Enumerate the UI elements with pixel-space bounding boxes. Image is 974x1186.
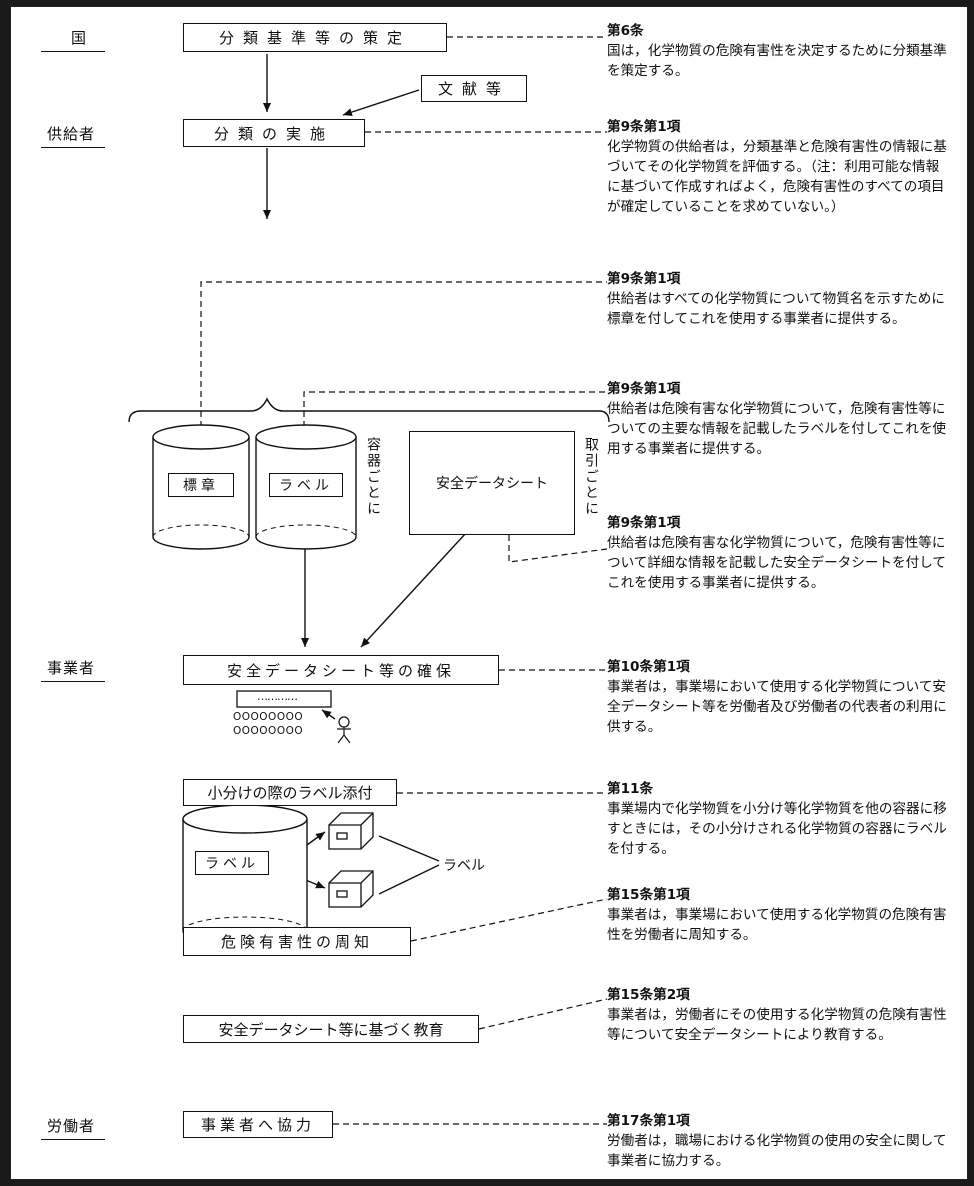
box-classification-implementation: 分類の実施 [183, 119, 365, 147]
note-heading: 第9条第1項 [607, 381, 681, 397]
label-tag: ラベル [269, 473, 343, 497]
note-heading: 第17条第1項 [607, 1113, 690, 1129]
flow-diagram: 国 供給者 事業者 労働者 分類基準等の策定 文献等 分類の実施 安全データシー… [10, 6, 968, 1180]
note-article9-label: 第9条第1項 供給者は危険有害な化学物質について，危険有害性等についての主要な情… [607, 379, 947, 459]
box-literature: 文献等 [421, 75, 527, 102]
box-sds-securing: 安全データシート等の確保 [183, 655, 499, 685]
small-box-2 [328, 870, 374, 908]
note-article9-classify: 第9条第1項 化学物質の供給者は，分類基準と危険有害性の情報に基づいてその化学物… [607, 117, 947, 217]
note-heading: 第9条第1項 [607, 515, 681, 531]
leader-article15-1 [410, 898, 608, 942]
note-heading: 第10条第1項 [607, 659, 690, 675]
note-body: 事業者は，労働者にその使用する化学物質の危険有害性等について安全データシートによ… [607, 1007, 947, 1043]
box-hazard-notification: 危険有害性の周知 [183, 927, 411, 956]
people-row: OOOOOOOO [233, 711, 304, 723]
group-brace [128, 397, 610, 423]
note-article9-sds: 第9条第1項 供給者は危険有害な化学物質について，危険有害性等について詳細な情報… [607, 513, 947, 593]
arrow-person-to-board [321, 709, 336, 720]
note-body: 供給者はすべての化学物質について物質名を示すために標章を付してこれを使用する事業… [607, 291, 945, 327]
note-heading: 第15条第1項 [607, 887, 690, 903]
note-article17: 第17条第1項 労働者は，職場における化学物質の使用の安全に関して事業者に協力す… [607, 1111, 947, 1171]
note-body: 供給者は危険有害な化学物質について，危険有害性等についての主要な情報を記載したラ… [607, 401, 947, 457]
note-body: 事業者は，事業場において使用する化学物質の危険有害性を労働者に周知する。 [607, 907, 947, 943]
actor-underline [41, 1139, 105, 1140]
note-article15-1: 第15条第1項 事業者は，事業場において使用する化学物質の危険有害性を労働者に周… [607, 885, 947, 945]
note-heading: 第11条 [607, 781, 654, 797]
person-icon [337, 716, 351, 744]
arrow-sds-to-sds-securing [360, 532, 467, 648]
note-body: 労働者は，職場における化学物質の使用の安全に関して事業者に協力する。 [607, 1133, 947, 1169]
note-article6: 第6条 国は，化学物質の危険有害性を決定するために分類基準を策定する。 [607, 21, 947, 81]
note-heading: 第15条第2項 [607, 987, 690, 1003]
note-article10: 第10条第1項 事業者は，事業場において使用する化学物質について安全データシート… [607, 657, 947, 737]
pointer-line-2 [378, 864, 440, 895]
bulletin-board [236, 690, 332, 708]
mark-tag: 標章 [168, 473, 234, 497]
note-body: 国は，化学物質の危険有害性を決定するために分類基準を策定する。 [607, 43, 947, 79]
note-article11: 第11条 事業場内で化学物質を小分け等化学物質を他の容器に移すときには，その小分… [607, 779, 947, 859]
per-transaction-text: 取引ごとに [583, 437, 599, 517]
box-labeling-on-subdivision: 小分けの際のラベル添付 [183, 779, 397, 806]
leader-sds [508, 535, 608, 563]
people-row: OOOOOOOO [233, 725, 304, 737]
label-pointer-text: ラベル [443, 858, 485, 874]
note-body: 化学物質の供給者は，分類基準と危険有害性の情報に基づいてその化学物質を評価する。… [607, 139, 947, 215]
note-body: 事業場内で化学物質を小分け等化学物質を他の容器に移すときには，その小分けされる化… [607, 801, 947, 857]
box-cooperate-with-employer: 事業者へ協力 [183, 1111, 333, 1138]
actor-country: 国 [71, 29, 88, 47]
actor-employer: 事業者 [47, 659, 96, 677]
pointer-line-1 [378, 835, 440, 862]
note-body: 供給者は危険有害な化学物質について，危険有害性等について詳細な情報を記載した安全… [607, 535, 947, 591]
small-box-1 [328, 812, 374, 850]
note-heading: 第9条第1項 [607, 271, 681, 287]
arrow-literature-to-implementation [342, 89, 420, 116]
actor-underline [41, 147, 105, 148]
note-article15-2: 第15条第2項 事業者は，労働者にその使用する化学物質の危険有害性等について安全… [607, 985, 947, 1045]
leader-label [303, 391, 607, 427]
leader-article15-2 [478, 998, 608, 1030]
box-sds-education: 安全データシート等に基づく教育 [183, 1015, 479, 1043]
leader-mark [200, 281, 607, 427]
per-container-text: 容器ごとに [365, 437, 381, 517]
cylinder-subdivide [182, 804, 308, 946]
actor-underline [41, 51, 105, 52]
actor-underline [41, 681, 105, 682]
note-body: 事業者は，事業場において使用する化学物質について安全データシート等を労働者及び労… [607, 679, 947, 735]
connector-lines [128, 36, 610, 1125]
note-article9-mark: 第9条第1項 供給者はすべての化学物質について物質名を示すために標章を付してこれ… [607, 269, 947, 329]
subdivided-label-tag: ラベル [195, 851, 269, 875]
sds-document: 安全データシート [409, 431, 575, 535]
box-classification-standard: 分類基準等の策定 [183, 23, 447, 52]
actor-worker: 労働者 [47, 1117, 96, 1135]
note-heading: 第6条 [607, 23, 644, 39]
note-heading: 第9条第1項 [607, 119, 681, 135]
bulletin-dots: ………… [257, 690, 298, 703]
actor-supplier: 供給者 [47, 125, 96, 143]
